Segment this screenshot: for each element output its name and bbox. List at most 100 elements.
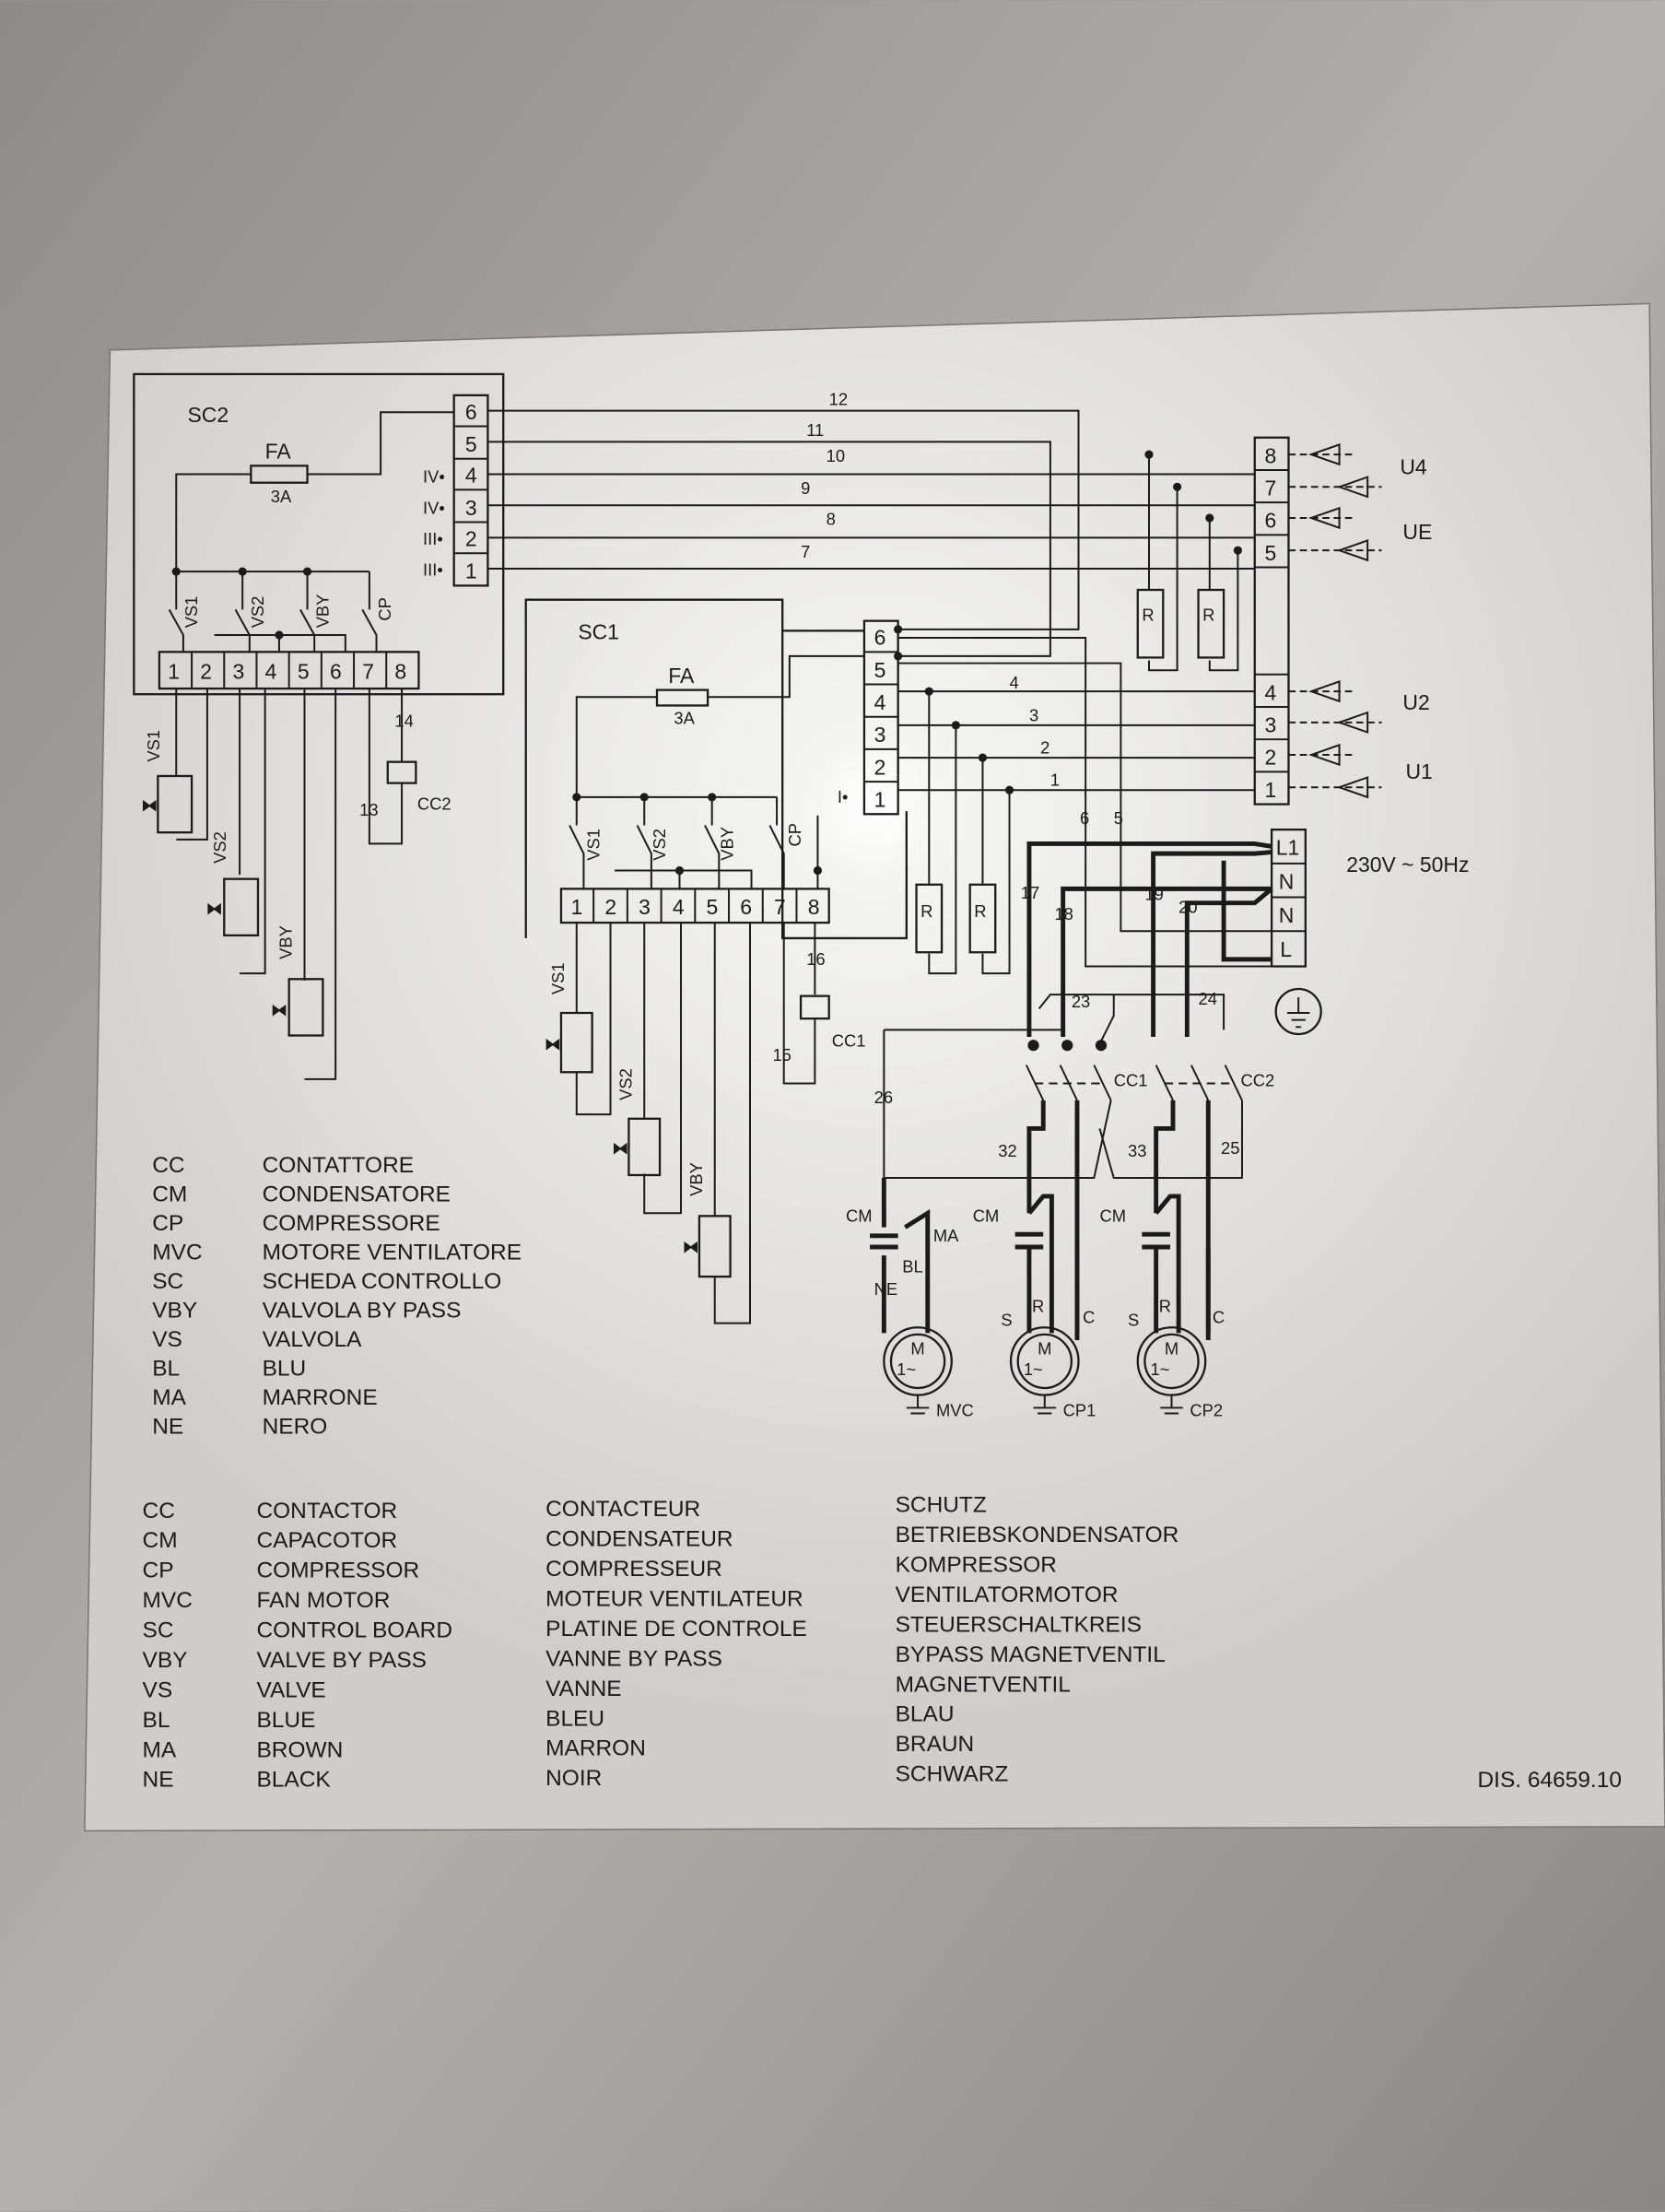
- switch-label: VS1: [182, 596, 201, 629]
- wire-number: 12: [829, 390, 848, 409]
- valve-symbol-icon: ⧓: [271, 1000, 287, 1019]
- valve-coil-icon: [223, 877, 260, 937]
- terminal-number: 1: [1264, 778, 1276, 802]
- terminal-label: N: [1279, 869, 1295, 893]
- resistor-label: R: [974, 901, 986, 921]
- terminal-number: 4: [465, 464, 477, 488]
- legend-text: SCHEDA CONTROLLO: [263, 1269, 502, 1294]
- compressor-cp1: CM S R C M 1~ CP1: [973, 1194, 1096, 1420]
- strip-number: 2: [604, 895, 616, 919]
- valve-coil-icon: [157, 774, 193, 834]
- motor-symbol: M: [1038, 1338, 1051, 1358]
- terminal-number: 3: [1264, 713, 1276, 737]
- strip-number: 5: [298, 659, 310, 683]
- terminal-tag: III•: [423, 529, 443, 548]
- terminal-label: L1: [1276, 836, 1300, 860]
- legend-code: CM: [143, 1528, 178, 1553]
- connector-label: U2: [1402, 690, 1429, 714]
- diagram-label-panel: [84, 302, 1665, 1832]
- terminal-number: 1: [465, 559, 477, 583]
- legend-german: SCHWARZ: [896, 1762, 1009, 1787]
- legend-text: MOTORE VENTILATORE: [263, 1240, 522, 1265]
- legend-text: COMPRESSORE: [263, 1211, 440, 1236]
- legend-german: SCHUTZ: [896, 1493, 987, 1518]
- legend-code: CP: [143, 1559, 174, 1583]
- motor-name: MVC: [936, 1401, 974, 1420]
- legend-german: BYPASS MAGNETVENTIL: [896, 1642, 1166, 1667]
- switch-label: VS1: [583, 829, 603, 861]
- wire-number: 23: [1072, 992, 1090, 1011]
- terminal-number: 3: [465, 496, 477, 520]
- sc2-terminal-strip: 1 2 3 4 5 6 7 8: [158, 651, 420, 690]
- legend-french: BLEU: [545, 1706, 604, 1731]
- legend-english: COMPRESSOR: [256, 1559, 419, 1583]
- motor-phase: 1~: [1151, 1359, 1170, 1379]
- fuse-label: FA: [668, 664, 695, 688]
- legend-english: VALVE: [256, 1677, 325, 1702]
- legend-english: CONTROL BOARD: [256, 1618, 452, 1643]
- strip-number: 5: [707, 895, 719, 919]
- terminal-number: 4: [1264, 680, 1276, 704]
- legend-code: NE: [143, 1768, 174, 1793]
- wire-number: 20: [1178, 897, 1197, 916]
- legend-text: NERO: [263, 1415, 328, 1440]
- terminal-number: 5: [1264, 541, 1276, 565]
- resistor-icon: [1197, 588, 1225, 659]
- valve-symbol-icon: ⧓: [545, 1034, 561, 1053]
- switch-label: VS2: [248, 596, 267, 629]
- valve-coil-icon: [698, 1215, 732, 1278]
- switch-label: VS2: [650, 829, 669, 861]
- resistor-label: R: [1202, 606, 1214, 625]
- legend-code: VS: [143, 1677, 173, 1702]
- terminal-number: 1: [874, 788, 886, 812]
- legend-german: BLAU: [896, 1702, 955, 1727]
- terminal-number: 5: [465, 432, 477, 456]
- valve-symbol-icon: ⧓: [141, 795, 158, 815]
- connector-label: U1: [1405, 759, 1432, 783]
- legend-text: BLU: [263, 1357, 307, 1382]
- fuse-label: FA: [265, 440, 292, 464]
- motor-name: CP2: [1190, 1401, 1223, 1420]
- legend-french: CONTACTEUR: [545, 1497, 700, 1522]
- legend-code: NE: [152, 1415, 183, 1440]
- legend-english: BLACK: [256, 1768, 331, 1793]
- power-terminal-block: L1 N N L 230V ~ 50Hz: [1270, 828, 1469, 1036]
- signal-wires-top: 12 11 10 9 8 7 R R: [487, 390, 1255, 672]
- valve-coil-icon: [627, 1117, 662, 1177]
- wire-number: 19: [1144, 885, 1163, 904]
- motor-symbol: M: [1165, 1338, 1178, 1358]
- legend-english: VALVE BY PASS: [256, 1648, 427, 1673]
- terminal-number: 6: [465, 400, 477, 424]
- strip-number: 2: [200, 659, 212, 683]
- switch-label: CP: [375, 597, 394, 621]
- wire-number: 17: [1021, 883, 1039, 902]
- legend-french: CONDENSATEUR: [545, 1527, 733, 1552]
- sc1-title: SC1: [578, 620, 619, 644]
- wire-number: 26: [874, 1088, 893, 1107]
- legend-french: VANNE: [545, 1677, 622, 1701]
- wire-number: 3: [1029, 705, 1038, 724]
- switch-label: VBY: [718, 827, 737, 861]
- strip-number: 4: [265, 659, 277, 683]
- legend-code: VBY: [143, 1648, 188, 1673]
- legend-english: BLUE: [256, 1708, 315, 1733]
- motor-symbol: M: [910, 1338, 924, 1358]
- capacitor-label: CM: [1099, 1206, 1126, 1225]
- drawing-number: DIS. 64659.10: [1478, 1768, 1622, 1793]
- terminal-label: N: [1279, 903, 1295, 927]
- legend-english: BROWN: [256, 1737, 343, 1762]
- legend-english: CAPACOTOR: [256, 1528, 397, 1553]
- legend-german: BRAUN: [896, 1732, 975, 1757]
- legend-french: PLATINE DE CONTROLE: [545, 1617, 807, 1641]
- legend-code: MVC: [143, 1588, 193, 1613]
- legend-code: SC: [152, 1269, 183, 1294]
- coil-label: VS1: [144, 730, 163, 762]
- control-board-sc1: SC1 FA 3A VS1 VS2 VBY CP 6 5 4 3 2 1 I• …: [524, 598, 908, 1324]
- relay-label: CC1: [832, 1031, 866, 1051]
- legend-english: FAN MOTOR: [256, 1588, 390, 1613]
- legend-text: MARRONE: [263, 1385, 378, 1410]
- terminal-number: 2: [1264, 746, 1276, 770]
- wire-number: 6: [1080, 808, 1089, 828]
